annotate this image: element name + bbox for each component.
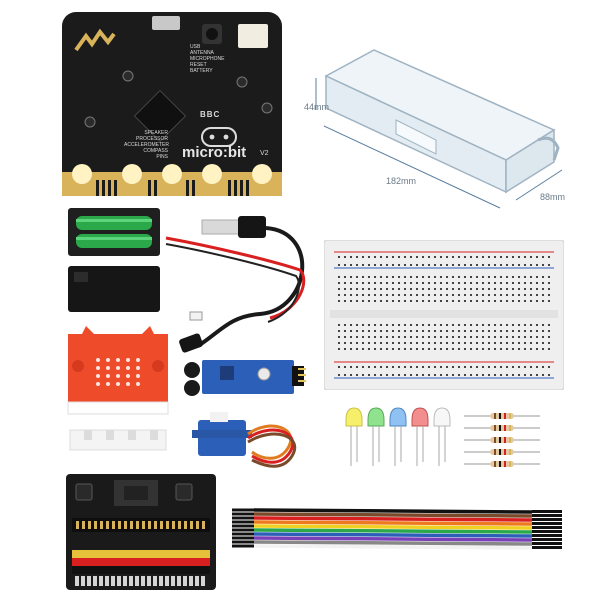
breadboard-graphic xyxy=(323,239,565,391)
storage-box-graphic xyxy=(315,49,563,209)
resistor-set xyxy=(462,410,542,472)
silk-compass: COMPASS xyxy=(143,148,168,154)
led-set-graphic xyxy=(345,407,451,466)
silk-processor: PROCESSOR xyxy=(136,136,168,142)
silk-usb: USB xyxy=(190,44,201,50)
led-set xyxy=(342,404,454,468)
battery-holder-graphic xyxy=(68,208,160,312)
silk-speaker: SPEAKER xyxy=(144,130,168,136)
usb-cable xyxy=(150,210,320,370)
microbit-version: V2 xyxy=(260,150,269,157)
box-dim-length: 182mm xyxy=(386,176,417,186)
silk-accelerometer: ACCELEROMETER xyxy=(124,142,170,148)
microbit-name: micro:bit xyxy=(182,144,247,161)
servo-motor xyxy=(190,408,320,478)
breadboard xyxy=(323,239,565,391)
ir-sensor-module xyxy=(180,356,310,406)
silicone-case-graphic xyxy=(67,326,169,451)
usb-cable-graphic xyxy=(165,216,306,353)
microbit-board-graphic xyxy=(62,12,282,196)
box-dim-height: 44mm xyxy=(304,102,330,112)
edge-connector-graphic xyxy=(66,474,216,590)
edge-connector-board xyxy=(66,474,216,590)
silk-microphone: MICROPHONE xyxy=(190,56,225,62)
silicone-case xyxy=(62,322,174,458)
jumper-wires-graphic xyxy=(232,508,562,550)
bbc-logo: BBC xyxy=(200,110,221,119)
silk-pins: PINS xyxy=(156,154,168,160)
microbit-board: USB ANTENNA MICROPHONE RESET BATTERY SPE… xyxy=(62,12,282,196)
servo-graphic xyxy=(192,412,297,468)
jumper-wires xyxy=(232,500,570,560)
silk-antenna: ANTENNA xyxy=(190,50,214,56)
silk-reset: RESET xyxy=(190,62,207,68)
resistor-set-graphic xyxy=(464,413,540,467)
box-dim-width: 88mm xyxy=(540,192,566,202)
storage-box: 44mm 182mm 88mm xyxy=(304,30,574,220)
battery-holder xyxy=(64,206,164,316)
silk-battery: BATTERY xyxy=(190,68,213,74)
ir-sensor-graphic xyxy=(184,360,306,396)
